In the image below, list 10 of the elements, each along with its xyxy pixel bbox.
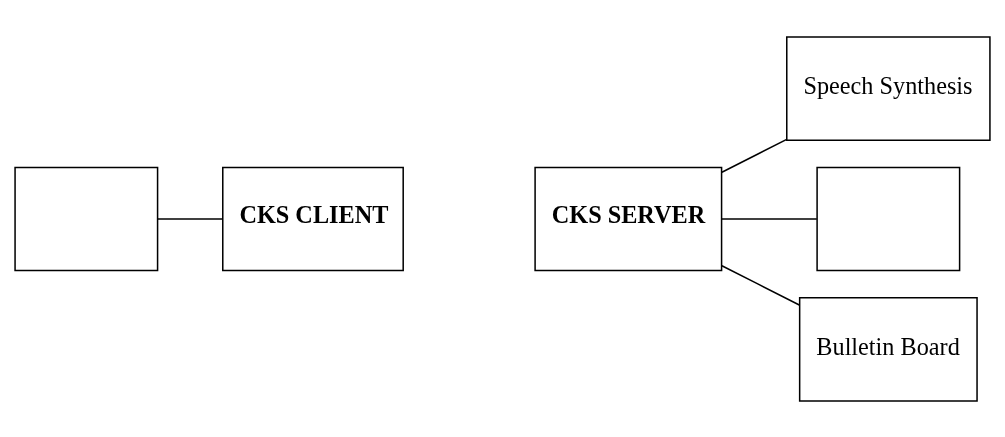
connector xyxy=(721,264,801,306)
node-box xyxy=(14,166,159,271)
node-box: CKS CLIENT xyxy=(222,166,404,271)
connector xyxy=(157,217,224,220)
node-box: Bulletin Board xyxy=(798,296,978,402)
connector xyxy=(721,217,818,220)
node-box: CKS SERVER xyxy=(534,166,723,271)
connector xyxy=(721,138,788,173)
node-box xyxy=(816,166,961,271)
node-box: Speech Synthesis xyxy=(786,35,991,141)
